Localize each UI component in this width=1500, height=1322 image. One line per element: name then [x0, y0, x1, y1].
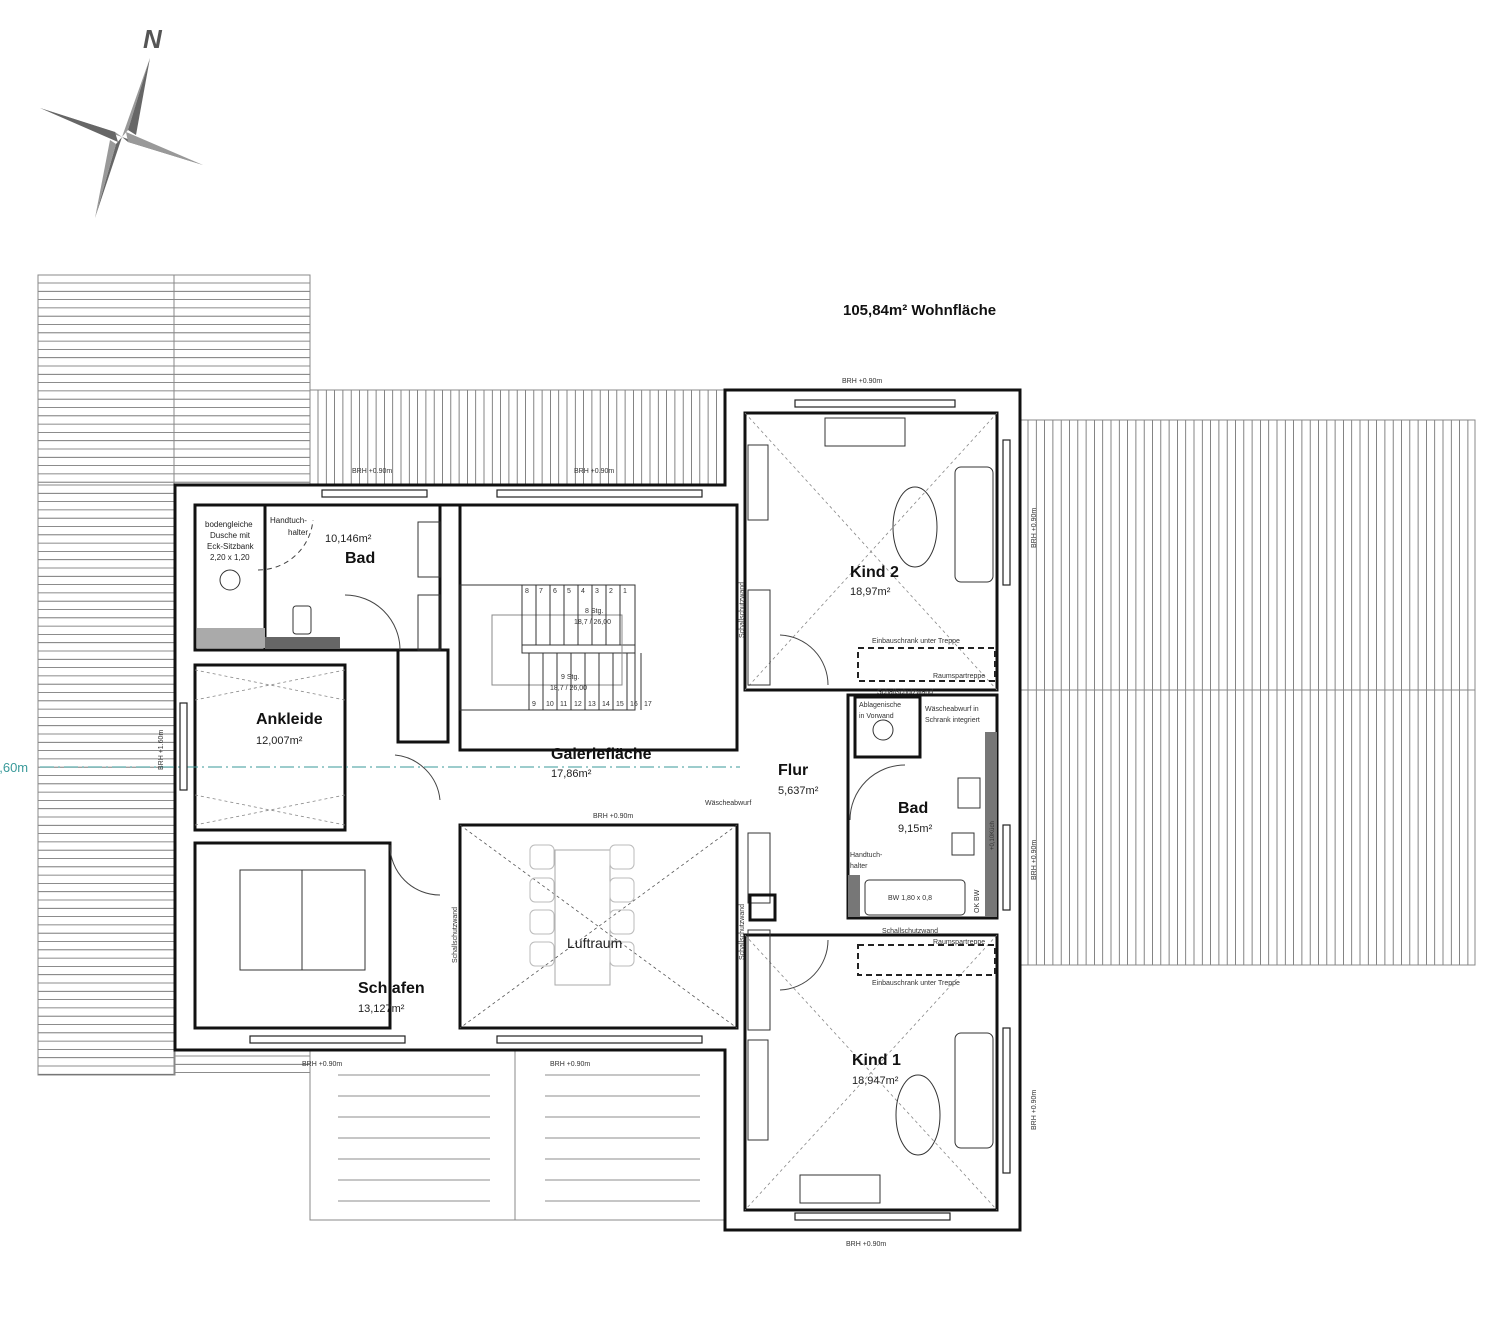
stair-step-number: 6	[553, 588, 557, 595]
stair-step-number: 15	[616, 701, 624, 708]
stair-step-number: 2	[609, 588, 613, 595]
kind2-area: 18,97m²	[850, 586, 891, 598]
fixtures	[197, 417, 997, 1204]
chair-icon	[609, 844, 635, 870]
brh-note-160: BRH +1.60m	[158, 730, 165, 770]
einbauschrank-note: Einbauschrank unter Treppe	[872, 980, 960, 987]
bad-top-name: Bad	[345, 550, 375, 567]
terrace-bottom-hatching	[338, 1074, 700, 1202]
brh-note: BRH +0.90m	[550, 1061, 590, 1068]
stair-step-number: 4	[581, 588, 585, 595]
schlafen-area: 13,127m²	[358, 1003, 405, 1015]
chair-icon	[529, 941, 555, 967]
stair-upper-ratio: 18,7 / 26,00	[574, 619, 611, 626]
brh-note: BRH +0.90m	[846, 1241, 886, 1248]
stair-step-number: 5	[567, 588, 571, 595]
bad-right-area: 9,15m²	[898, 823, 933, 835]
doors	[257, 519, 906, 991]
stair-step-number: 11	[560, 701, 567, 708]
stair-step-number: 17	[644, 701, 652, 708]
handtuchhalter-right: Handtuch-halter	[850, 852, 883, 870]
ankleide-area: 12,007m²	[256, 735, 303, 747]
roof-right-hatching	[1027, 420, 1469, 965]
chair-icon	[609, 909, 635, 935]
brh-note: BRH +0.90m	[1031, 508, 1038, 548]
stair-lower-steps: 9 Stg.	[561, 674, 579, 681]
einbauschrank-note: Einbauschrank unter Treppe	[872, 638, 960, 645]
brh-note: BRH +0.90m	[1031, 1090, 1038, 1130]
stair-step-number: 13	[588, 701, 596, 708]
chair-icon	[529, 844, 555, 870]
level-marker: 3,60m	[0, 760, 28, 775]
chair-icon	[529, 877, 555, 903]
exterior-wall	[173, 388, 1022, 1232]
chair-icon	[529, 909, 555, 935]
handtuchhalter-top: Handtuch-halter	[270, 516, 308, 537]
roof-top-hatching	[317, 390, 726, 485]
bathtub-label: BW 1,80 x 0,8	[888, 895, 932, 902]
kind1-name: Kind 1	[852, 1052, 901, 1069]
brh-note: BRH +0.90m	[302, 1061, 342, 1068]
bad-top-area: 10,146m²	[325, 533, 372, 545]
stair-upper-steps: 8 Stg.	[585, 608, 603, 615]
schallschutzwand-note: Schallschutzwand	[877, 689, 933, 696]
flur-area: 5,637m²	[778, 785, 819, 797]
brh-note: BRH +0.90m	[1031, 840, 1038, 880]
dining-table	[529, 844, 635, 986]
waescheabwurf-note: Wäscheabwurf	[705, 800, 751, 807]
stair-step-number: 10	[546, 701, 554, 708]
windows	[179, 399, 1011, 1221]
rooms	[193, 411, 999, 1212]
brh-note: BRH +0.90m	[574, 468, 614, 475]
raumspartreppe-note: Raumspartreppe	[933, 673, 985, 680]
stair-step-number: 1	[623, 588, 627, 595]
bad-right-name: Bad	[898, 800, 928, 817]
ankleide-name: Ankleide	[256, 711, 323, 728]
kind1-area: 18,947m²	[852, 1075, 899, 1087]
compass-north-label: N	[143, 24, 163, 54]
compass-rose-icon	[40, 58, 203, 218]
stair-step-number: 3	[595, 588, 599, 595]
schallschutzwand-note: Schallschutzwand	[739, 904, 746, 960]
stair-step-number: 8	[525, 588, 529, 595]
stair-step-number: 9	[532, 701, 536, 708]
living-area-title: 105,84m² Wohnfläche	[843, 302, 996, 319]
ok-bw-label: OK BW	[974, 889, 981, 913]
raumspartreppe-note: Raumspartreppe	[933, 939, 985, 946]
luftraum-name: Luftraum	[567, 935, 622, 951]
staircase: 8 7 6 5 4 3 2 1 9 10 11 12 13 14 15 16 17	[459, 584, 652, 711]
brh-note: BRH +0.90m	[593, 813, 633, 820]
stair-lower-ratio: 18,7 / 26,00	[550, 685, 587, 692]
schallschutzwand-note: Schallschutzwand	[739, 582, 746, 638]
schallschutzwand-note: Schallschutzwand	[882, 928, 938, 935]
galerie-area: 17,86m²	[551, 768, 592, 780]
kind2-name: Kind 2	[850, 564, 899, 581]
schlafen-name: Schlafen	[358, 980, 425, 997]
brh-note: BRH +0.90m	[352, 468, 392, 475]
galerie-name: Galeriefläche	[551, 746, 652, 763]
plus-010-label: +0,10Küch	[990, 821, 996, 850]
stair-step-number: 12	[574, 701, 582, 708]
flur-name: Flur	[778, 762, 808, 779]
schallschutzwand-note: Schallschutzwand	[452, 907, 459, 963]
room-diagonals	[194, 412, 998, 1211]
chair-icon	[609, 877, 635, 903]
stair-step-number: 16	[630, 701, 638, 708]
stair-step-number: 7	[539, 588, 543, 595]
stair-step-number: 14	[602, 701, 610, 708]
brh-note: BRH +0.90m	[842, 378, 882, 385]
chair-icon	[609, 941, 635, 967]
